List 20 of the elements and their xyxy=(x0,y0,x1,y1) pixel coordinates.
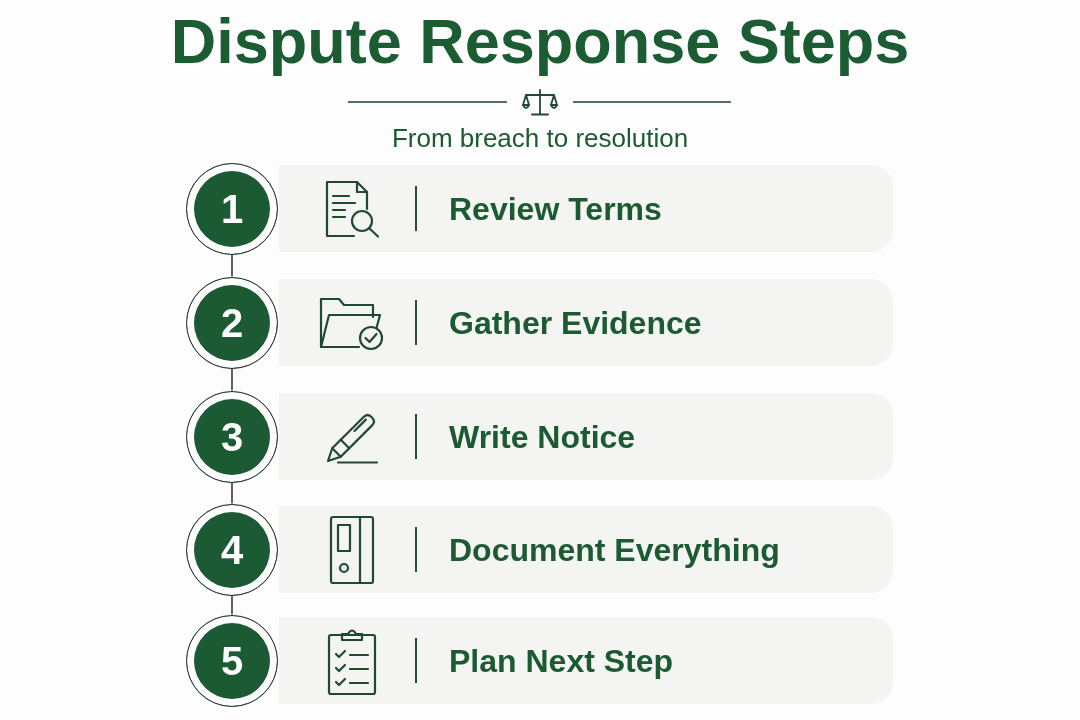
step-card xyxy=(279,165,893,252)
connector-line xyxy=(231,594,233,616)
step-label: Review Terms xyxy=(449,190,662,227)
step-card xyxy=(279,279,893,366)
step-label: Plan Next Step xyxy=(449,642,674,679)
step-number: 4 xyxy=(220,529,244,570)
connector-line xyxy=(231,481,233,505)
step-number: 1 xyxy=(220,188,244,229)
step-number: 2 xyxy=(220,302,244,343)
step-card xyxy=(279,617,893,704)
step-label: Document Everything xyxy=(449,531,780,568)
step-number: 5 xyxy=(220,640,244,681)
connector-line xyxy=(231,367,233,392)
step-card xyxy=(279,393,893,480)
connector-line xyxy=(231,253,233,278)
step-label: Gather Evidence xyxy=(449,304,702,341)
subtitle: From breach to resolution xyxy=(391,125,689,151)
step-label: Write Notice xyxy=(449,418,636,455)
step-number: 3 xyxy=(220,416,244,457)
step-card xyxy=(279,506,893,593)
